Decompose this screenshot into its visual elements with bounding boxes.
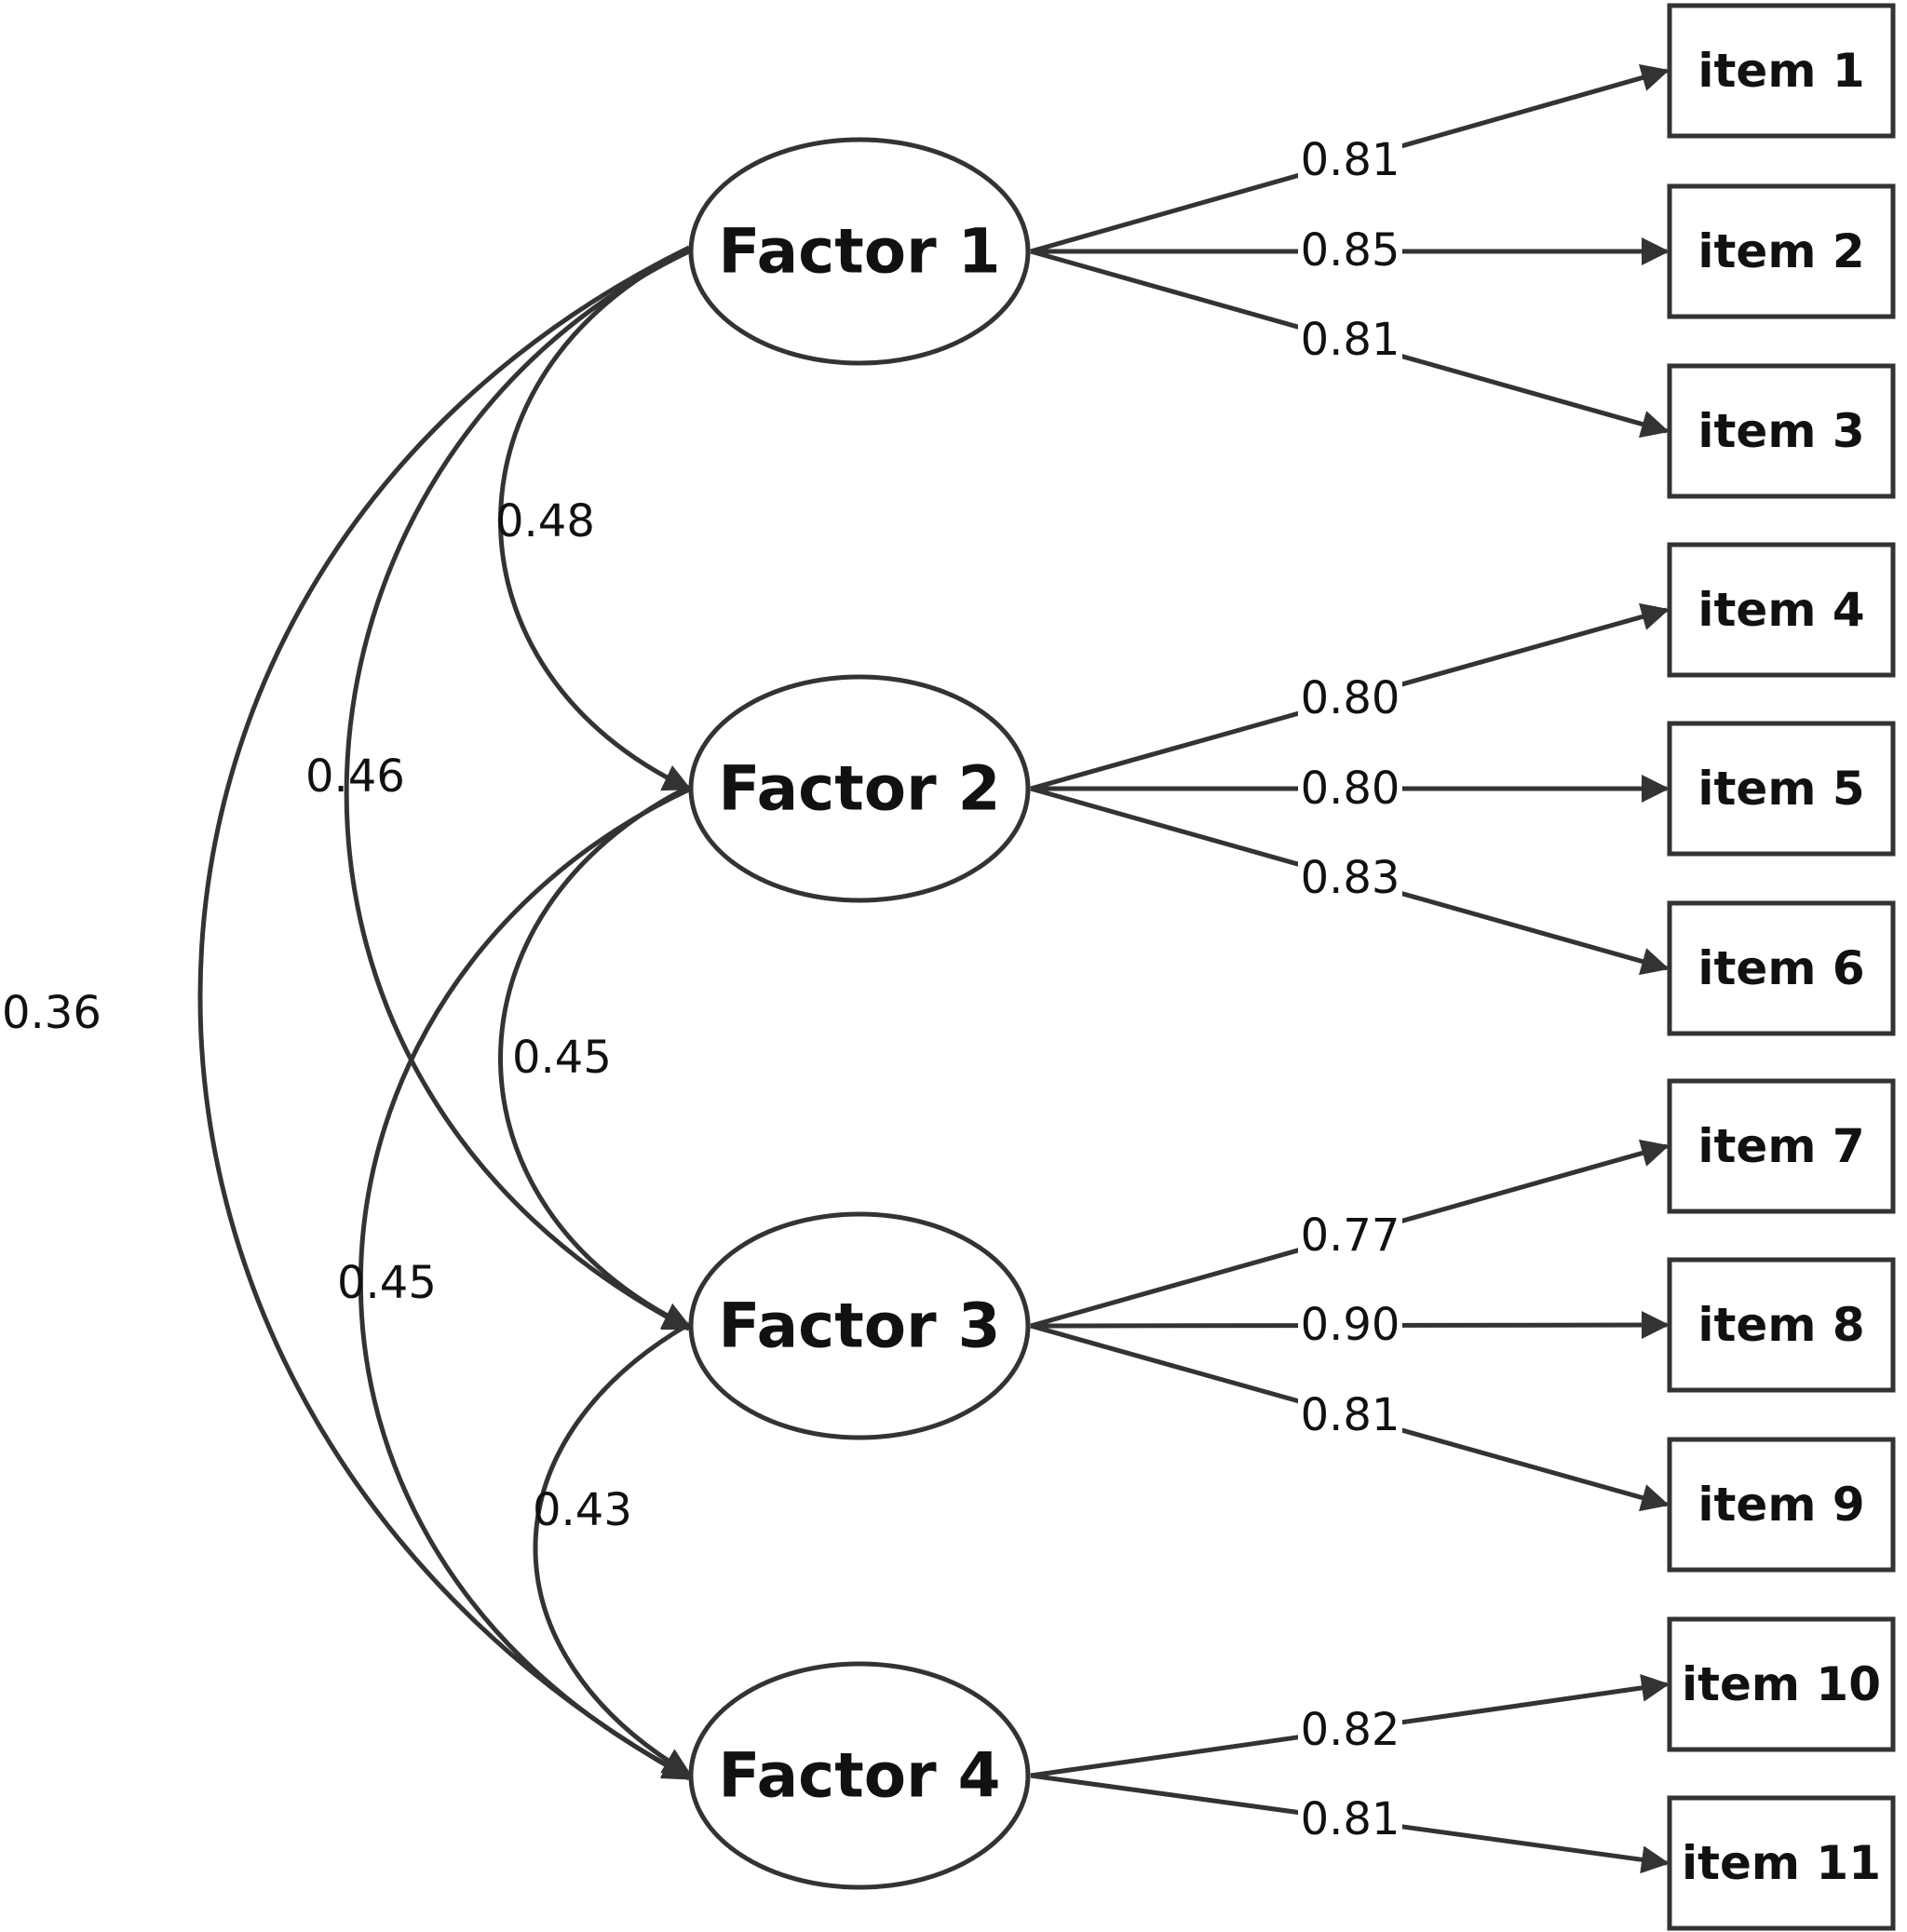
- correlation-value: 0.46: [305, 750, 405, 803]
- item-label: item 6: [1697, 941, 1864, 995]
- item-label: item 10: [1682, 1657, 1881, 1711]
- item-box: [1667, 3, 1896, 139]
- item-box: [1667, 721, 1896, 857]
- item-box: [1667, 542, 1896, 678]
- correlation-value: 0.45: [337, 1257, 437, 1309]
- loading-label: 0.81: [1298, 314, 1402, 366]
- loading-label: 0.82: [1298, 1704, 1402, 1756]
- factor-label: Factor 3: [718, 1290, 1000, 1362]
- loading-label-bg: [1298, 1302, 1402, 1348]
- item-node: item 10: [1667, 1616, 1896, 1752]
- factor-ellipse: [688, 1211, 1031, 1440]
- correlation-arc-f2-f4: [358, 765, 718, 1779]
- correlation-arcs: [197, 223, 718, 1781]
- loading-label: 0.90: [1298, 1299, 1402, 1351]
- correlation-value: 0.43: [533, 1484, 632, 1536]
- item-nodes: item 1 item 2 item 3 item 4 item 5 item …: [1667, 3, 1896, 1931]
- loading-label-bg: [1298, 227, 1402, 274]
- correlation-arc-f3-f4: [533, 1299, 718, 1777]
- loading-label: 0.81: [1298, 134, 1402, 186]
- loading-value: 0.82: [1301, 1704, 1400, 1756]
- factor-label: Factor 4: [718, 1740, 1000, 1812]
- loading-value: 0.90: [1301, 1299, 1400, 1351]
- item-label: item 2: [1697, 224, 1864, 278]
- factor-label: Factor 2: [718, 753, 1000, 825]
- item-label: item 11: [1682, 1836, 1881, 1890]
- item-node: item 7: [1667, 1078, 1896, 1214]
- loading-value: 0.77: [1301, 1209, 1400, 1262]
- loading-label-bg: [1298, 855, 1402, 901]
- item-box: [1667, 363, 1896, 499]
- loading-value: 0.81: [1301, 1389, 1400, 1441]
- item-box: [1667, 1616, 1896, 1752]
- item-label: item 4: [1697, 583, 1864, 637]
- correlation-value: 0.36: [2, 987, 101, 1039]
- item-node: item 4: [1667, 542, 1896, 678]
- factor-ellipse: [688, 674, 1031, 903]
- loading-labels: 0.81 0.85 0.81 0.80 0.80 0.83 0.77 0.90: [1298, 134, 1402, 1845]
- item-box: [1667, 1795, 1896, 1931]
- correlation-arc-f2-f3: [498, 763, 718, 1330]
- item-label: item 9: [1697, 1478, 1864, 1532]
- item-node: item 3: [1667, 363, 1896, 499]
- factor-nodes: Factor 1 Factor 2 Factor 3 Factor 4: [688, 137, 1031, 1890]
- loading-value: 0.80: [1301, 672, 1400, 724]
- loading-label: 0.81: [1298, 1389, 1402, 1441]
- factor-node: Factor 3: [688, 1211, 1031, 1440]
- factor-node: Factor 4: [688, 1661, 1031, 1890]
- item-box: [1667, 1078, 1896, 1214]
- item-label: item 8: [1697, 1298, 1864, 1352]
- correlation-arc-f1-f4: [197, 223, 718, 1781]
- item-node: item 2: [1667, 183, 1896, 319]
- loading-value: 0.80: [1301, 763, 1400, 815]
- item-label: item 1: [1697, 44, 1864, 98]
- item-label: item 5: [1697, 762, 1864, 816]
- correlation-arc-f1-f2: [498, 225, 718, 791]
- loading-label: 0.85: [1298, 224, 1402, 277]
- item-node: item 9: [1667, 1437, 1896, 1573]
- loading-label: 0.81: [1298, 1793, 1402, 1845]
- item-box: [1667, 183, 1896, 319]
- loading-label: 0.80: [1298, 672, 1402, 724]
- loading-value: 0.81: [1301, 1793, 1400, 1845]
- loading-value: 0.83: [1301, 852, 1400, 904]
- item-node: item 8: [1667, 1257, 1896, 1393]
- factor-node: Factor 1: [688, 137, 1031, 366]
- loading-label-bg: [1298, 675, 1402, 722]
- factor-ellipse: [688, 1661, 1031, 1890]
- loading-value: 0.81: [1301, 134, 1400, 186]
- factor-node: Factor 2: [688, 674, 1031, 903]
- loading-label-bg: [1298, 1707, 1402, 1753]
- loading-label-bg: [1298, 1796, 1402, 1843]
- loading-value: 0.85: [1301, 224, 1400, 277]
- loading-label: 0.77: [1298, 1209, 1402, 1262]
- loading-label: 0.80: [1298, 763, 1402, 815]
- correlation-arc-f1-f3: [344, 227, 718, 1331]
- loading-value: 0.81: [1301, 314, 1400, 366]
- item-label: item 3: [1697, 404, 1864, 458]
- item-node: item 5: [1667, 721, 1896, 857]
- item-label: item 7: [1697, 1119, 1864, 1173]
- loading-label-bg: [1298, 1392, 1402, 1439]
- correlation-labels: 0.48 0.45 0.43 0.46 0.45 0.36: [2, 495, 632, 1536]
- correlation-value: 0.48: [495, 495, 595, 547]
- item-node: item 11: [1667, 1795, 1896, 1931]
- item-box: [1667, 1257, 1896, 1393]
- item-box: [1667, 900, 1896, 1036]
- loading-label-bg: [1298, 317, 1402, 363]
- loading-label-bg: [1298, 765, 1402, 812]
- item-node: item 6: [1667, 900, 1896, 1036]
- loading-label-bg: [1298, 1212, 1402, 1259]
- loading-label-bg: [1298, 136, 1402, 182]
- loading-label: 0.83: [1298, 852, 1402, 904]
- factor-ellipse: [688, 137, 1031, 366]
- correlation-value: 0.45: [512, 1032, 612, 1084]
- factor-label: Factor 1: [718, 216, 1000, 288]
- item-node: item 1: [1667, 3, 1896, 139]
- item-box: [1667, 1437, 1896, 1573]
